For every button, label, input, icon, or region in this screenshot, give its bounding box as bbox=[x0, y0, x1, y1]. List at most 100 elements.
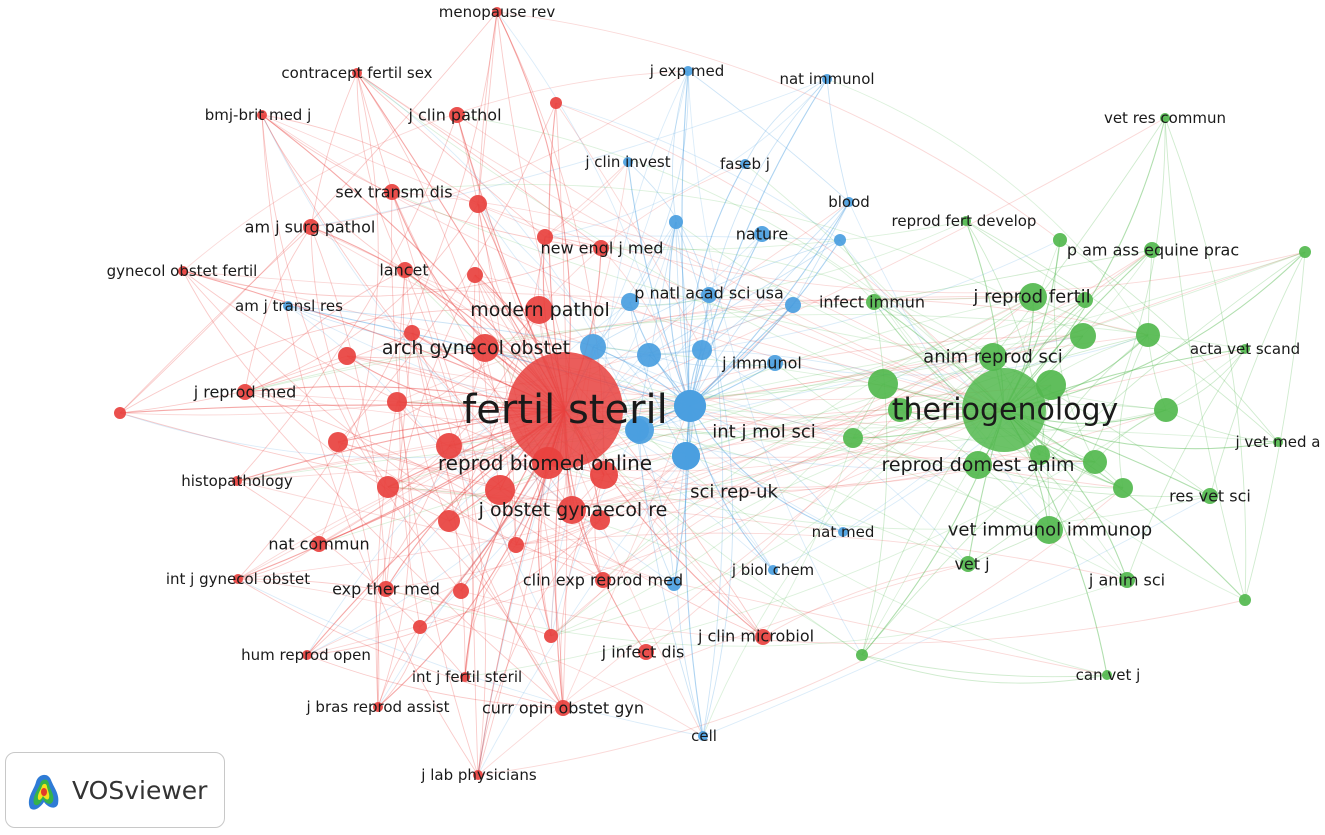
network-link bbox=[550, 437, 854, 637]
network-node[interactable] bbox=[525, 296, 553, 324]
network-node[interactable] bbox=[384, 184, 400, 200]
network-node[interactable] bbox=[755, 629, 771, 645]
network-link bbox=[356, 72, 641, 431]
network-node[interactable] bbox=[1160, 113, 1170, 123]
network-link bbox=[675, 221, 734, 737]
network-node[interactable] bbox=[623, 157, 633, 167]
network-link bbox=[306, 519, 601, 656]
network-node[interactable] bbox=[257, 110, 267, 120]
network-node[interactable] bbox=[1035, 516, 1063, 544]
network-node[interactable] bbox=[838, 527, 848, 537]
network-node-unlabeled bbox=[669, 215, 683, 229]
network-node[interactable] bbox=[698, 731, 708, 741]
network-link bbox=[538, 163, 746, 311]
network-node[interactable] bbox=[866, 294, 882, 310]
network-node[interactable] bbox=[378, 581, 394, 597]
network-node[interactable] bbox=[233, 574, 243, 584]
network-node-unlabeled bbox=[436, 433, 462, 459]
network-node-unlabeled bbox=[1036, 370, 1066, 400]
network-node[interactable] bbox=[397, 262, 413, 278]
network-node[interactable] bbox=[595, 572, 611, 588]
network-link bbox=[385, 579, 1128, 647]
network-link bbox=[387, 486, 863, 656]
network-link bbox=[182, 270, 691, 407]
network-node[interactable] bbox=[962, 368, 1046, 452]
network-node[interactable] bbox=[1202, 488, 1218, 504]
node-label: j clin microbiol bbox=[697, 627, 814, 646]
network-node[interactable] bbox=[473, 770, 483, 780]
network-node[interactable] bbox=[1019, 283, 1047, 311]
network-node-unlabeled bbox=[114, 407, 126, 419]
network-link bbox=[404, 269, 863, 656]
node-label: gynecol obstet fertil bbox=[107, 262, 258, 280]
network-link bbox=[673, 405, 691, 585]
network-link bbox=[306, 233, 763, 656]
network-node[interactable] bbox=[373, 702, 383, 712]
network-link bbox=[689, 304, 794, 407]
network-node[interactable] bbox=[767, 355, 783, 371]
network-node[interactable] bbox=[754, 226, 770, 242]
network-node[interactable] bbox=[352, 68, 362, 78]
network-node[interactable] bbox=[492, 7, 502, 17]
network-node[interactable] bbox=[283, 301, 293, 311]
network-node[interactable] bbox=[1102, 670, 1112, 680]
network-node[interactable] bbox=[460, 672, 470, 682]
network-link bbox=[1209, 251, 1306, 497]
network-node[interactable] bbox=[964, 451, 992, 479]
network-node[interactable] bbox=[558, 496, 586, 524]
network-node[interactable] bbox=[672, 442, 700, 470]
node-label: vet res commun bbox=[1104, 109, 1226, 127]
network-node[interactable] bbox=[740, 159, 750, 169]
network-node[interactable] bbox=[232, 476, 242, 486]
network-link bbox=[571, 409, 1005, 511]
network-node[interactable] bbox=[822, 74, 832, 84]
network-node[interactable] bbox=[311, 536, 327, 552]
network-node[interactable] bbox=[303, 219, 319, 235]
network-link bbox=[547, 462, 1211, 530]
network-node[interactable] bbox=[237, 384, 253, 400]
network-link bbox=[515, 455, 687, 546]
network-link bbox=[182, 247, 602, 297]
network-link bbox=[1126, 348, 1246, 581]
network-link bbox=[448, 296, 1034, 522]
network-node[interactable] bbox=[1119, 572, 1135, 588]
network-link bbox=[602, 409, 1005, 581]
network-node[interactable] bbox=[507, 352, 623, 468]
network-node[interactable] bbox=[683, 66, 693, 76]
network-node[interactable] bbox=[979, 343, 1007, 371]
network-link bbox=[391, 191, 994, 358]
network-link bbox=[603, 251, 1306, 476]
network-node[interactable] bbox=[1240, 344, 1250, 354]
node-label: menopause rev bbox=[439, 3, 556, 21]
network-link bbox=[474, 274, 564, 709]
network-node[interactable] bbox=[178, 266, 188, 276]
network-link bbox=[600, 220, 967, 251]
network-node[interactable] bbox=[1144, 242, 1160, 258]
network-link bbox=[356, 72, 1005, 411]
network-node[interactable] bbox=[638, 644, 654, 660]
network-node[interactable] bbox=[768, 565, 778, 575]
network-node[interactable] bbox=[449, 107, 465, 123]
network-node[interactable] bbox=[555, 700, 571, 716]
network-node[interactable] bbox=[701, 287, 717, 303]
network-link bbox=[689, 233, 763, 407]
node-label: nat commun bbox=[268, 535, 369, 554]
network-node[interactable] bbox=[961, 216, 971, 226]
network-node[interactable] bbox=[532, 447, 564, 479]
network-node[interactable] bbox=[471, 334, 499, 362]
node-label: am j surg pathol bbox=[245, 218, 376, 237]
network-node-unlabeled bbox=[467, 267, 483, 283]
network-node[interactable] bbox=[844, 197, 854, 207]
network-node[interactable] bbox=[674, 390, 706, 422]
network-node[interactable] bbox=[302, 650, 312, 660]
node-label: arch gynecol obstet bbox=[382, 337, 570, 359]
network-link bbox=[544, 161, 629, 238]
network-node-unlabeled bbox=[1113, 478, 1133, 498]
network-link bbox=[774, 362, 1128, 581]
node-label: hum reprod open bbox=[241, 646, 371, 664]
network-node[interactable] bbox=[1273, 437, 1283, 447]
network-node[interactable] bbox=[593, 240, 609, 256]
network-node[interactable] bbox=[960, 556, 976, 572]
network-link bbox=[1165, 409, 1279, 443]
